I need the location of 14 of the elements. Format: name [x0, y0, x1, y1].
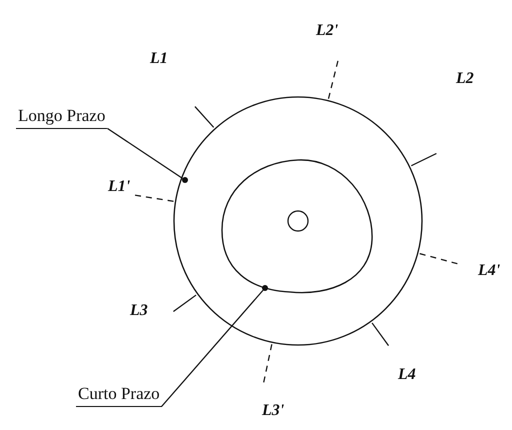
direction-label: L1': [108, 178, 130, 196]
direction-label: L3: [130, 302, 148, 320]
leader-line: [161, 290, 264, 407]
direction-label: L3': [262, 402, 284, 420]
direction-label: L2: [456, 70, 474, 88]
direction-label: L4': [478, 262, 500, 280]
point-dot: [182, 177, 188, 183]
direction-label: L2': [316, 22, 338, 40]
callout-text: Curto Prazo: [76, 384, 162, 407]
direction-label: L1: [150, 50, 168, 68]
callout-text: Longo Prazo: [16, 106, 108, 129]
point-dot: [262, 285, 268, 291]
direction-label: L4: [398, 366, 416, 384]
leader-line: [107, 128, 183, 179]
